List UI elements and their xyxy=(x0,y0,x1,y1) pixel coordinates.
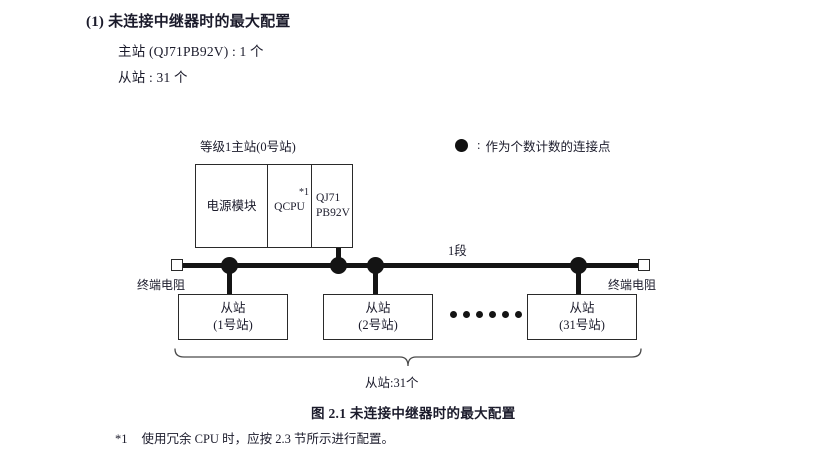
terminating-resistor-right-label: 终端电阻 xyxy=(608,278,657,292)
ellipsis-dot xyxy=(463,311,470,318)
section-number: (1) xyxy=(86,14,105,30)
network-module-line2: PB92V xyxy=(316,207,350,219)
legend-text: 作为个数计数的连接点 xyxy=(485,140,611,154)
footnote: *1 使用冗余 CPU 时，应按 2.3 节所示进行配置。 xyxy=(115,428,394,447)
slave1-drop-line xyxy=(227,265,232,295)
legend: : 作为个数计数的连接点 xyxy=(455,136,611,155)
rack-cell-cpu: QCPU *1 xyxy=(268,165,312,247)
filled-circle-icon xyxy=(455,139,468,152)
ellipsis-dot xyxy=(515,311,522,318)
ellipsis-dots xyxy=(450,311,522,318)
network-module-label: QJ71 PB92V xyxy=(316,191,350,220)
legend-colon: : xyxy=(477,138,481,152)
network-module-line1: QJ71 xyxy=(316,192,341,205)
cpu-label: QCPU xyxy=(274,201,305,214)
footnote-text: 使用冗余 CPU 时，应按 2.3 节所示进行配置。 xyxy=(141,432,394,446)
terminating-resistor-right-icon xyxy=(638,259,650,271)
slave-station-1: (1号站) xyxy=(213,318,253,332)
master-rack: 电源模块 QCPU *1 QJ71 PB92V xyxy=(195,164,353,248)
slave-station-2: (2号站) xyxy=(358,318,398,332)
section-heading: (1)未连接中继器时的最大配置 xyxy=(86,10,291,31)
slave-name-31: 从站 xyxy=(569,301,595,316)
slave-name-1: 从站 xyxy=(220,301,246,316)
spec-master-count: 主站 (QJ71PB92V) : 1 个 xyxy=(118,44,264,59)
slave-group-brace xyxy=(173,348,643,370)
segment-label: 1段 xyxy=(448,244,467,258)
footnote-mark: *1 xyxy=(115,432,128,446)
connection-node-master xyxy=(330,257,347,274)
slave2-drop-line xyxy=(373,265,378,295)
master-station-label: 等级1主站(0号站) xyxy=(200,140,296,154)
ellipsis-dot xyxy=(489,311,496,318)
slave-station-box-31: 从站 (31号站) xyxy=(527,294,637,340)
section-title: 未连接中继器时的最大配置 xyxy=(108,14,291,30)
slave-station-box-1: 从站 (1号站) xyxy=(178,294,288,340)
rack-cell-network-module: QJ71 PB92V xyxy=(312,165,352,247)
slave-name-2: 从站 xyxy=(365,301,391,316)
figure-caption: 图 2.1 未连接中继器时的最大配置 xyxy=(311,406,516,421)
ellipsis-dot xyxy=(450,311,457,318)
slave-station-31: (31号站) xyxy=(559,318,605,332)
slave-station-box-2: 从站 (2号站) xyxy=(323,294,433,340)
bus-trunk-line xyxy=(181,263,642,268)
terminating-resistor-left-label: 终端电阻 xyxy=(137,278,186,292)
cpu-footnote-mark: *1 xyxy=(299,187,309,198)
rack-cell-power-module: 电源模块 xyxy=(196,165,268,247)
power-module-label: 电源模块 xyxy=(206,198,257,213)
slave31-drop-line xyxy=(576,265,581,295)
brace-shape-icon xyxy=(174,348,642,367)
ellipsis-dot xyxy=(476,311,483,318)
spec-slave-count: 从站 : 31 个 xyxy=(118,70,188,85)
brace-label: 从站:31个 xyxy=(365,376,419,390)
ellipsis-dot xyxy=(502,311,509,318)
terminating-resistor-left-icon xyxy=(171,259,183,271)
